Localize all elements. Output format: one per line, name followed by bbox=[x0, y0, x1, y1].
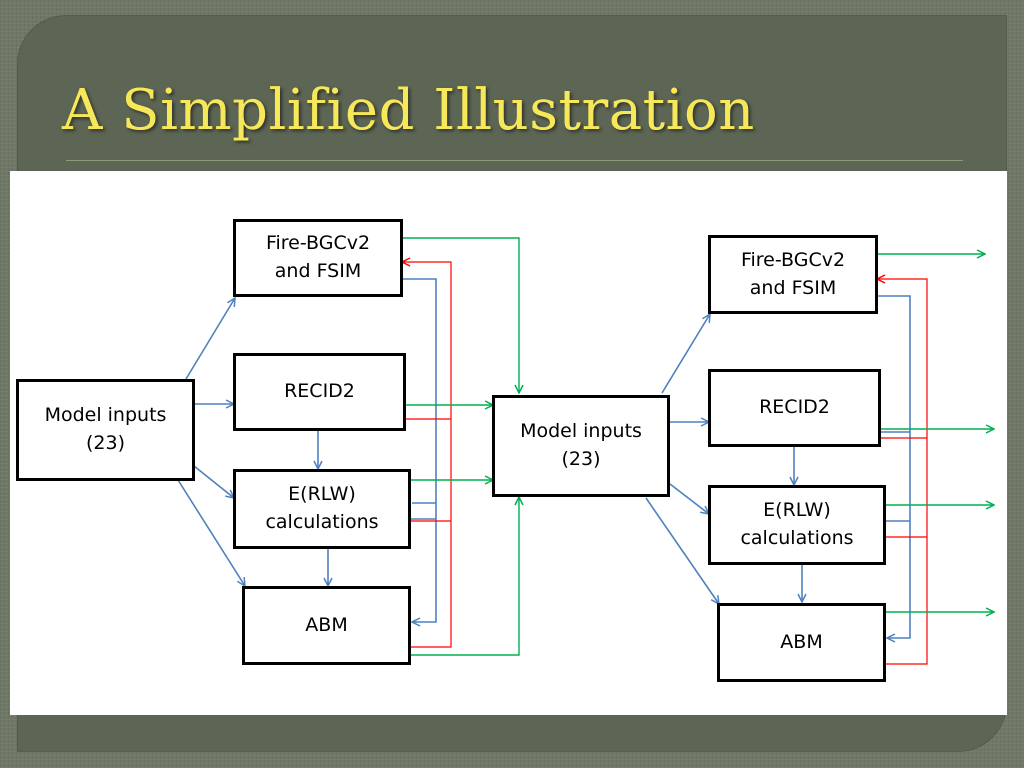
feedback-blue-right-1 bbox=[877, 295, 911, 638]
node-model-inputs-left: Model inputs(23) bbox=[16, 379, 195, 481]
feedback-red-left-1 bbox=[402, 262, 452, 648]
node-abm-left: ABM bbox=[242, 586, 411, 665]
node-model-inputs-mid: Model inputs(23) bbox=[492, 395, 670, 497]
title-divider bbox=[66, 160, 963, 161]
arrow-abm-to-mid-inputs bbox=[410, 497, 519, 656]
node-recid2-left: RECID2 bbox=[233, 353, 406, 431]
arrow-mid-inputs-to-abm bbox=[645, 497, 719, 604]
feedback-blue-left-1 bbox=[402, 278, 437, 622]
arrow-mid-inputs-to-erlw bbox=[669, 483, 709, 514]
diagram-connectors bbox=[177, 237, 1007, 665]
arrow-mid-inputs-to-firebgc bbox=[661, 314, 710, 394]
arrow-inputs-to-erlw bbox=[193, 465, 234, 498]
arrow-inputs-to-firebgc bbox=[185, 298, 235, 380]
node-abm-right: ABM bbox=[717, 603, 886, 682]
arrow-inputs-to-abm bbox=[177, 479, 245, 586]
node-erlw-left: E(RLW)calculations bbox=[233, 469, 411, 549]
feedback-red-right-1 bbox=[877, 279, 928, 665]
slide-title: A Simplified Illustration bbox=[62, 78, 755, 143]
arrow-firebgc-to-mid-inputs bbox=[402, 237, 519, 393]
node-recid2-right: RECID2 bbox=[708, 369, 881, 447]
node-erlw-right: E(RLW)calculations bbox=[708, 485, 886, 565]
